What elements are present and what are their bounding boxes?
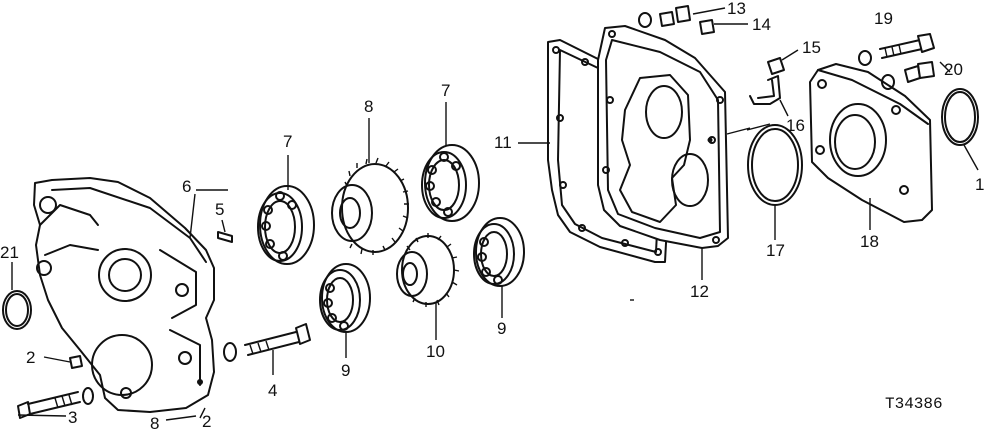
bearing-7-right — [421, 144, 480, 222]
bolt-3 — [17, 387, 94, 419]
o-ring-21 — [2, 290, 32, 330]
flange-18 — [809, 63, 933, 223]
callout-9-left: 9 — [341, 361, 350, 380]
callout-5: 5 — [215, 200, 224, 219]
figure-code: T34386 — [885, 395, 943, 413]
dowel-pin-5 — [217, 231, 233, 243]
leader-lines — [11, 7, 979, 421]
cover-plate-12 — [597, 25, 729, 249]
bearing-7-left — [257, 185, 315, 265]
callout-13: 13 — [727, 0, 746, 18]
callout-19: 19 — [874, 9, 893, 28]
callout-9-right: 9 — [497, 319, 506, 338]
callout-4: 4 — [268, 381, 277, 400]
bolt-19 — [858, 33, 935, 66]
callout-1: 1 — [975, 175, 984, 194]
callout-8-gear: 8 — [364, 97, 373, 116]
callout-20: 20 — [944, 60, 963, 79]
bearing-9-right — [473, 217, 525, 287]
gear-10 — [396, 233, 460, 307]
plug-2 — [69, 355, 83, 369]
callout-10: 10 — [426, 342, 445, 361]
callout-7-right: 7 — [441, 81, 450, 100]
bearing-9-left — [319, 263, 371, 333]
gear-housing — [33, 177, 215, 413]
callout-2-lower: 2 — [202, 412, 211, 430]
callout-16: 16 — [786, 116, 805, 135]
callout-12: 12 — [690, 282, 709, 301]
callout-14: 14 — [752, 15, 771, 34]
seal-ring-17 — [747, 124, 803, 206]
gear-8 — [331, 157, 409, 255]
callout-7-left: 7 — [283, 132, 292, 151]
fittings-13-14 — [638, 5, 715, 35]
callout-3: 3 — [68, 408, 77, 427]
elbow-fitting-15-16 — [749, 57, 785, 105]
callout-18: 18 — [860, 232, 879, 251]
seal-ring-1 — [941, 88, 979, 146]
callout-21: 21 — [0, 243, 19, 262]
callout-15: 15 — [802, 38, 821, 57]
callout-11: 11 — [494, 133, 512, 152]
callout-2-upper: 2 — [26, 348, 35, 367]
callout-17: 17 — [766, 241, 785, 260]
bolt-20 — [881, 61, 935, 90]
callout-8-housing: 8 — [150, 414, 159, 430]
bolt-4 — [223, 323, 311, 362]
callout-6: 6 — [182, 177, 191, 196]
